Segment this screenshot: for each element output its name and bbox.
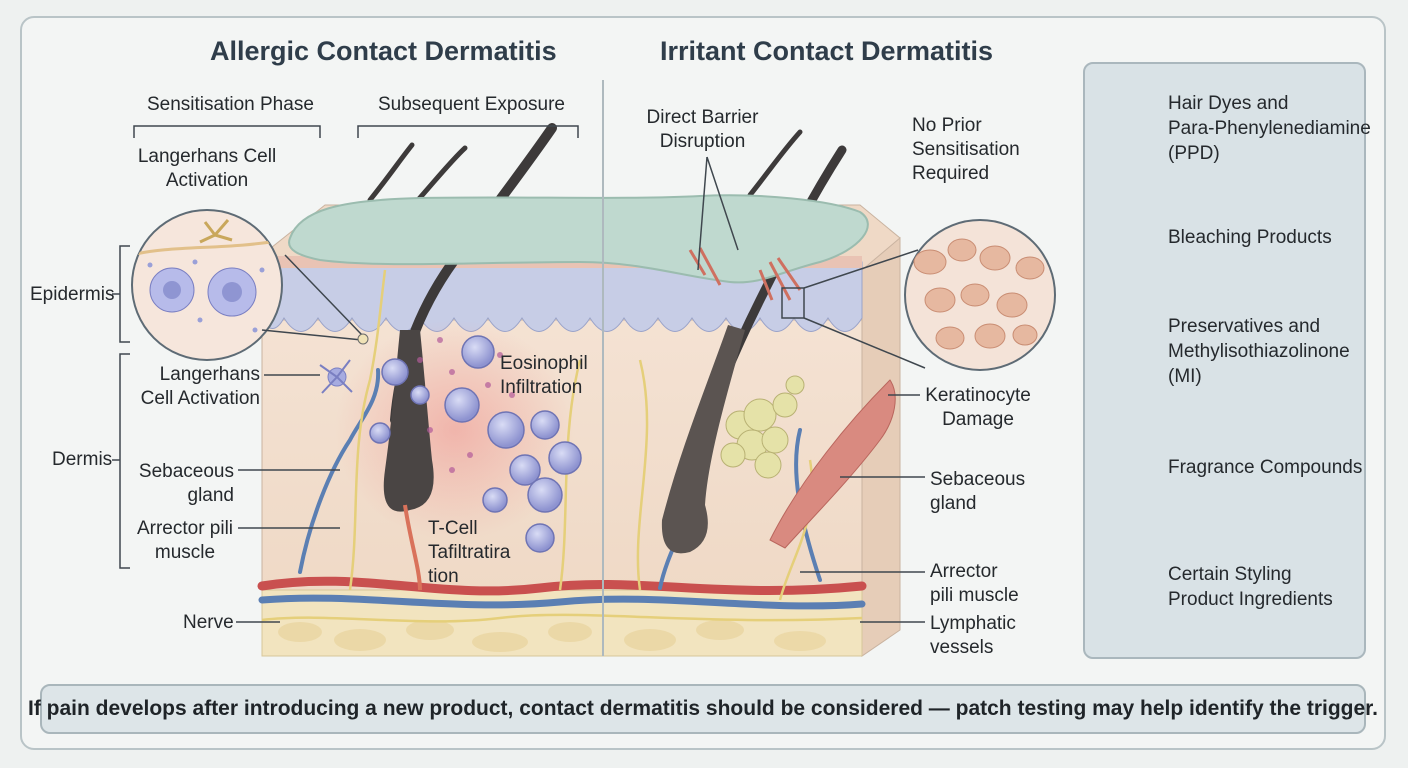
trigger-label-dyes: Hair Dyes and Para-Phenylenediamine (PPD… xyxy=(1168,93,1371,164)
keratinocyte-label: Keratinocyte Damage xyxy=(925,385,1031,430)
footer-note: If pain develops after introducing a new… xyxy=(28,684,1378,734)
subsequent-exposure-label: Subsequent Exposure xyxy=(378,94,565,115)
trigger-label-preservatives: Preservatives and Methylisothiazolinone … xyxy=(1168,316,1350,387)
no-prior-sensitisation-label: No Prior Sensitisation Required xyxy=(912,115,1020,184)
arrector-pili-muscle xyxy=(769,379,896,549)
trigger-label-bleach: Bleaching Products xyxy=(1168,227,1332,248)
barrier-damage xyxy=(688,247,802,301)
contact-substance xyxy=(288,194,869,284)
langerhans-side-label: Langerhans Cell Activation xyxy=(140,364,260,409)
langerhans-dermal-cell xyxy=(319,359,353,394)
trigger-panel xyxy=(1083,62,1366,659)
sebaceous-gland xyxy=(720,375,805,479)
tcell-label: T-Cell Tafiltratira tion xyxy=(428,518,511,587)
phase-brackets xyxy=(133,125,579,138)
arrector-right-label: Arrector pili muscle xyxy=(930,561,1019,606)
magnifier-langerhans xyxy=(131,209,369,361)
epidermis-label: Epidermis xyxy=(30,284,115,305)
arrector-left-label: Arrector pili muscle xyxy=(136,518,234,563)
direct-barrier-label: Direct Barrier Disruption xyxy=(646,107,759,152)
sebaceous-left-label: Sebaceous gland xyxy=(138,461,234,506)
nerve-label: Nerve xyxy=(183,612,234,633)
dermis-label: Dermis xyxy=(52,449,113,470)
sebaceous-right-label: Sebaceous gland xyxy=(930,469,1026,514)
lymphatic-label: Lymphatic vessels xyxy=(930,613,1016,658)
trigger-label-styling: Certain Styling Product Ingredients xyxy=(1168,564,1333,610)
immune-cells xyxy=(369,335,582,553)
footer-text: If pain develops after introducing a new… xyxy=(27,697,1379,720)
magnifier-keratinocytes xyxy=(781,219,1056,371)
eosinophil-label: Eosinophil Infiltration xyxy=(500,353,588,398)
langerhans-top-label: Langerhans Cell Activation xyxy=(137,146,277,191)
sensitisation-phase-label: Sensitisation Phase xyxy=(147,94,314,115)
layer-brackets xyxy=(112,245,130,569)
leader-lines xyxy=(236,156,925,623)
allergic-title: Allergic Contact Dermatitis xyxy=(210,36,557,66)
irritant-title: Irritant Contact Dermatitis xyxy=(660,36,994,66)
trigger-label-fragrance: Fragrance Compounds xyxy=(1168,457,1363,478)
